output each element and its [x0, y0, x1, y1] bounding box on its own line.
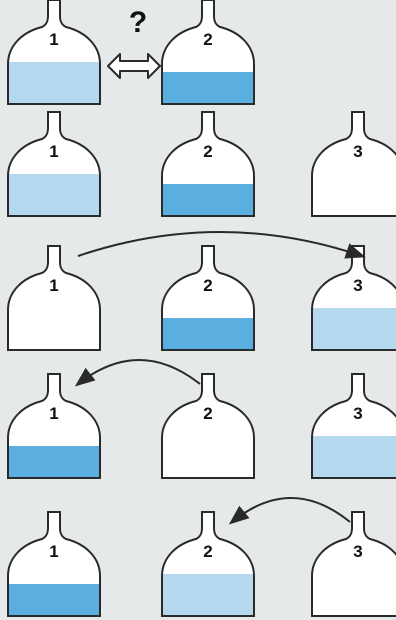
flask-label: 1 [49, 542, 58, 561]
flask-2: 2 [160, 0, 256, 106]
flask-3: 3 [310, 374, 396, 480]
liquid-level [160, 318, 256, 352]
pour-arrow [78, 232, 362, 256]
double-arrow-icon [108, 54, 160, 78]
liquid-level [6, 446, 102, 480]
flask-label: 2 [203, 142, 212, 161]
flask-1: 1 [6, 112, 102, 218]
flask-label: 2 [203, 404, 212, 423]
flask-3: 3 [310, 246, 396, 352]
flask-1: 1 [6, 374, 102, 480]
pour-arrow [232, 498, 350, 522]
flask-label: 1 [49, 404, 58, 423]
flask-label: 2 [203, 542, 212, 561]
flask-label: 1 [49, 142, 58, 161]
liquid-level [160, 574, 256, 618]
liquid-level [160, 184, 256, 218]
flask-2: 2 [160, 112, 256, 218]
flask-1: 1 [6, 0, 102, 106]
flask-label: 1 [49, 276, 58, 295]
flask-label: 3 [353, 404, 362, 423]
flask-1: 1 [6, 512, 102, 618]
liquid-level [6, 62, 102, 106]
question-mark: ? [129, 6, 147, 39]
flask-label: 3 [353, 142, 362, 161]
flask-label: 3 [353, 276, 362, 295]
flask-label: 3 [353, 542, 362, 561]
flask-2: 2 [160, 512, 256, 618]
flask-label: 2 [203, 30, 212, 49]
flask-1: 1 [8, 246, 100, 350]
flask-3: 3 [312, 112, 396, 216]
liquid-level [310, 436, 396, 480]
flask-2: 2 [162, 374, 254, 478]
flask-2: 2 [160, 246, 256, 352]
flask-3: 3 [312, 512, 396, 616]
liquid-level [6, 584, 102, 618]
pour-arrow [78, 360, 200, 384]
flask-label: 1 [49, 30, 58, 49]
flask-label: 2 [203, 276, 212, 295]
liquid-level [6, 174, 102, 218]
liquid-level [310, 308, 396, 352]
liquid-level [160, 72, 256, 106]
